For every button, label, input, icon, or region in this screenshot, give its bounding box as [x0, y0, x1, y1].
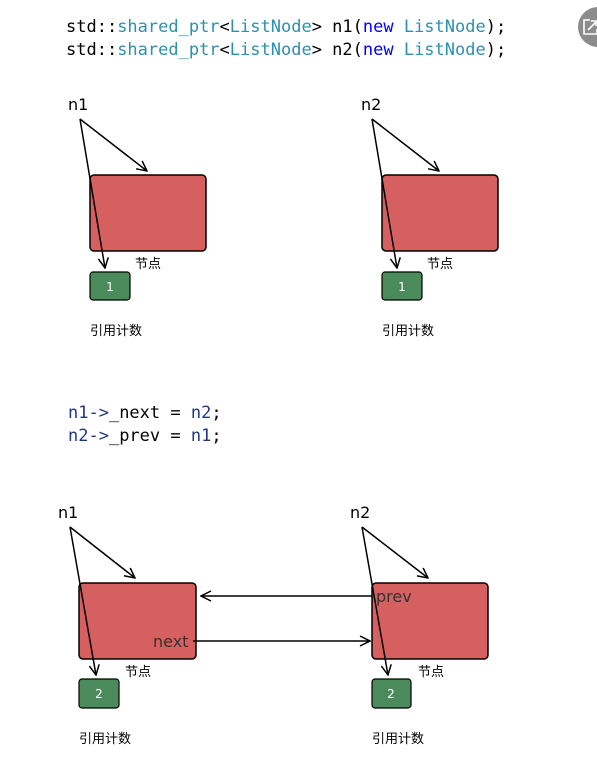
pointer-arrow-to-refcount	[79, 118, 105, 268]
code-token: ;	[211, 403, 222, 423]
refcount-box	[89, 271, 131, 301]
node-label: 节点	[418, 665, 444, 680]
refcount-value: 2	[95, 687, 103, 701]
refcount-label: 引用计数	[90, 324, 142, 339]
code-token: > n2(	[311, 40, 363, 60]
code-snippet-assignments: n1->_next = n2;n2->_prev = n1;	[68, 402, 222, 448]
pointer-label: n2	[361, 95, 381, 114]
code-token: <	[219, 17, 230, 37]
diagram-before: n1 节点 1 引用计数 n2 节点 1 引用计数	[68, 95, 499, 339]
code-token: ListNode	[393, 17, 486, 37]
code-token: std::	[66, 17, 118, 37]
refcount-value: 2	[387, 687, 395, 701]
pointer-arrow-to-node	[371, 118, 439, 171]
refcount-label: 引用计数	[79, 732, 131, 747]
code-token: <	[219, 40, 230, 60]
open-image-button-background[interactable]	[578, 7, 597, 47]
code-token: ListNode	[229, 40, 312, 60]
node-label: 节点	[135, 257, 161, 272]
code-token: std::	[66, 40, 118, 60]
node-member-prev: prev	[376, 587, 412, 606]
list-node-box	[78, 582, 197, 660]
code-snippet-declarations: std::shared_ptr<ListNode> n1(new ListNod…	[66, 16, 506, 62]
node-label: 节点	[427, 257, 453, 272]
pointer-n1-after: n1 next 节点 2 引用计数	[58, 503, 197, 747]
pointer-label: n1	[68, 95, 88, 114]
pointer-arrow-to-node	[79, 118, 147, 171]
refcount-value: 1	[106, 280, 114, 294]
code-token: n2	[190, 403, 212, 423]
code-line: n2->_prev = n1;	[68, 425, 222, 448]
pointer-arrow-to-refcount	[371, 118, 397, 268]
pointer-label: n2	[350, 503, 370, 522]
pointer-n1-before: n1 节点 1 引用计数	[68, 95, 207, 339]
code-token: > n1(	[311, 17, 363, 37]
pointer-arrow-to-refcount	[361, 526, 388, 675]
refcount-label: 引用计数	[372, 732, 424, 747]
refcount-box	[371, 678, 412, 709]
diagram-after: n1 next 节点 2 引用计数 n2 prev 节点 2 引用计数	[58, 503, 489, 747]
list-node-box	[381, 174, 499, 252]
code-token: new	[362, 17, 394, 37]
expand-icon[interactable]	[583, 19, 597, 35]
refcount-value: 1	[398, 280, 406, 294]
node-label: 节点	[125, 665, 151, 680]
refcount-label: 引用计数	[382, 324, 434, 339]
code-token: );	[485, 17, 507, 37]
open-image-button[interactable]	[578, 7, 597, 47]
node-member-next: next	[153, 632, 188, 651]
pointer-label: n1	[58, 503, 78, 522]
list-node-box	[89, 174, 207, 252]
pointer-arrow-to-refcount	[69, 526, 96, 675]
code-line: std::shared_ptr<ListNode> n2(new ListNod…	[66, 39, 506, 62]
code-token: n1->	[68, 403, 109, 423]
code-token: _prev =	[108, 426, 191, 446]
code-line: n1->_next = n2;	[68, 402, 222, 425]
code-token: ListNode	[229, 17, 312, 37]
refcount-box	[78, 678, 120, 709]
code-token: ListNode	[393, 40, 486, 60]
code-token: ;	[211, 426, 222, 446]
pointer-n2-after: n2 prev 节点 2 引用计数	[350, 503, 489, 747]
code-token: shared_ptr	[117, 40, 220, 60]
pointer-n2-before: n2 节点 1 引用计数	[361, 95, 499, 339]
code-token: new	[362, 40, 394, 60]
code-token: n2->	[68, 426, 109, 446]
code-token: n1	[190, 426, 212, 446]
code-line: std::shared_ptr<ListNode> n1(new ListNod…	[66, 16, 506, 39]
refcount-box	[381, 271, 423, 301]
code-token: _next =	[108, 403, 191, 423]
code-token: shared_ptr	[117, 17, 220, 37]
pointer-arrow-to-node	[361, 526, 428, 578]
code-token: );	[485, 40, 507, 60]
pointer-arrow-to-node	[69, 526, 135, 578]
list-node-box	[371, 582, 489, 660]
